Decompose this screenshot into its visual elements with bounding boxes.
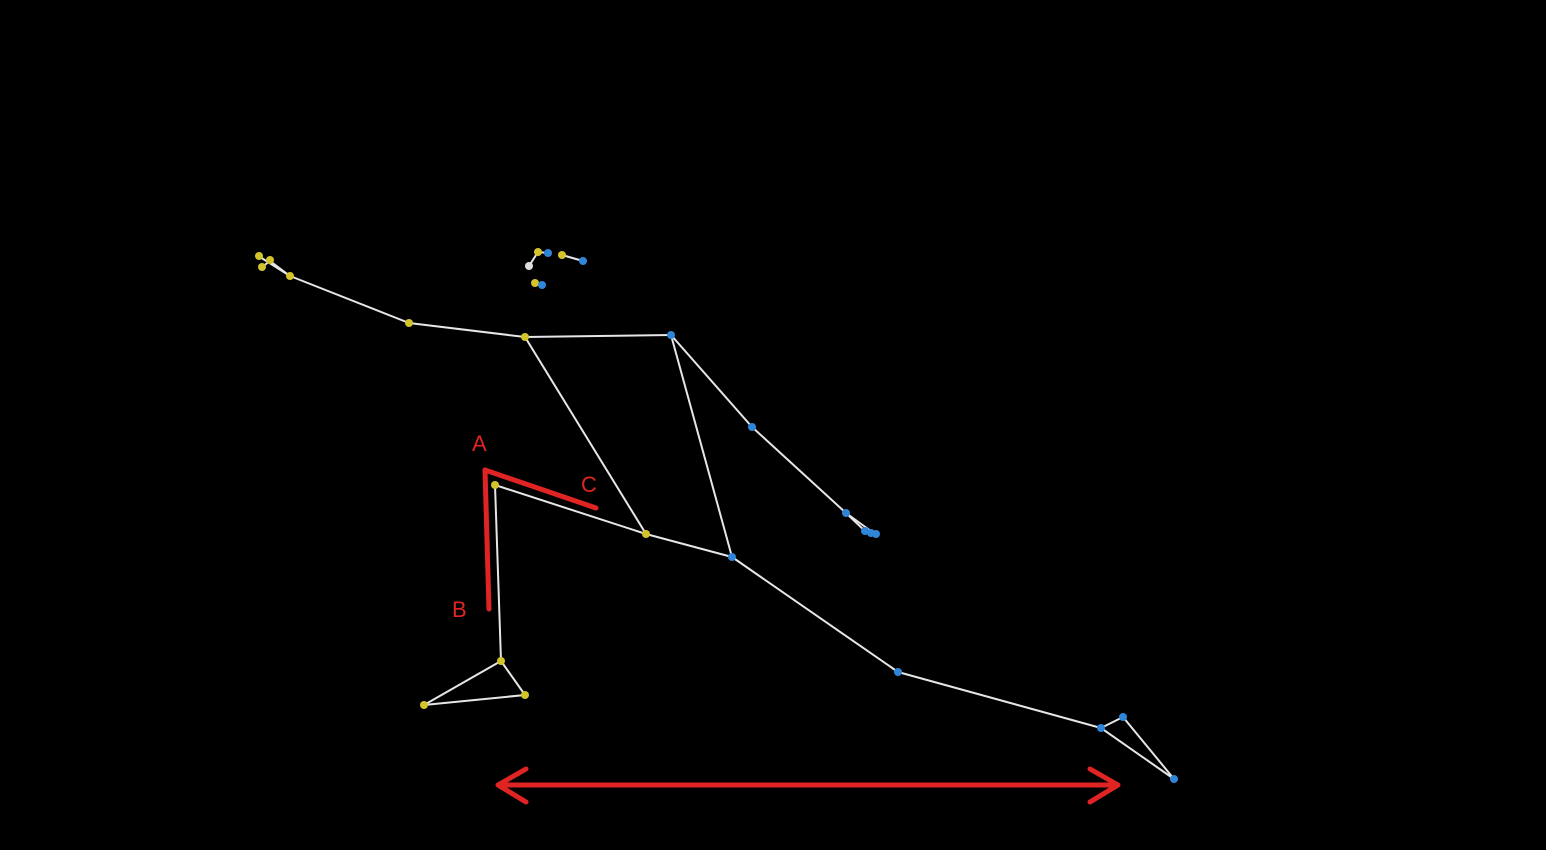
bone-right-forearm <box>751 426 847 514</box>
skeleton-joints <box>255 248 1178 783</box>
bone-right-shin <box>897 671 1102 729</box>
bone-left-upper-arm <box>408 322 526 338</box>
knee-angle-annotation <box>482 467 599 612</box>
bone-left-foot-3 <box>423 694 526 706</box>
joint-right-knee <box>894 668 902 676</box>
bone-right-foot-1 <box>1100 716 1124 729</box>
joint-left-ear <box>558 251 566 259</box>
bone-shoulders <box>524 334 672 338</box>
joint-mouth-left <box>531 279 539 287</box>
joint-left-hand-thumb <box>258 263 266 271</box>
angle-label-a: A <box>472 431 487 456</box>
bone-left-shin <box>494 484 502 662</box>
double-headed-arrow-icon <box>495 766 1121 805</box>
bone-left-foot-1 <box>423 660 502 706</box>
joint-right-shoulder <box>667 331 675 339</box>
bone-left-thigh <box>494 484 647 535</box>
joint-left-eye <box>534 248 542 256</box>
joint-right-heel <box>1119 713 1127 721</box>
joint-right-hip <box>728 553 736 561</box>
joint-left-wrist <box>286 272 294 280</box>
arrow-head-left <box>495 766 529 805</box>
bone-left-foot-2 <box>500 660 526 696</box>
bone-right-foot-2 <box>1122 716 1175 780</box>
joint-left-foot-index <box>420 701 428 709</box>
bone-left-torso <box>524 336 647 535</box>
bone-right-torso <box>670 334 733 558</box>
angle-label-c: C <box>581 472 597 497</box>
skeleton-bones <box>259 251 1175 780</box>
joint-right-eye <box>544 249 552 257</box>
joint-left-elbow <box>405 319 413 327</box>
joint-left-hip <box>642 530 650 538</box>
joint-right-ear <box>579 257 587 265</box>
joint-left-heel <box>521 691 529 699</box>
bone-right-thigh <box>731 556 899 673</box>
joint-right-wrist <box>842 509 850 517</box>
joint-right-elbow <box>748 423 756 431</box>
joint-right-foot-index <box>1170 775 1178 783</box>
angle-line-c <box>482 467 599 511</box>
joint-left-knee <box>491 481 499 489</box>
bone-hips <box>645 533 733 558</box>
angle-line-b <box>482 467 492 612</box>
bone-left-forearm <box>289 275 410 324</box>
arrow-head-right <box>1087 766 1121 805</box>
bone-right-upper-arm <box>670 334 753 428</box>
joint-left-shoulder <box>521 333 529 341</box>
joint-left-hand-tip <box>255 252 263 260</box>
bone-right-foot-3 <box>1100 727 1175 780</box>
angle-label-b: B <box>452 597 467 622</box>
bone-left-hand-3 <box>269 260 291 277</box>
joint-right-ankle <box>1097 724 1105 732</box>
joint-right-hand-3 <box>872 530 880 538</box>
joint-mouth-right <box>538 281 546 289</box>
joint-left-hand-index <box>266 256 274 264</box>
joint-left-ankle <box>497 657 505 665</box>
joint-nose <box>525 262 533 270</box>
